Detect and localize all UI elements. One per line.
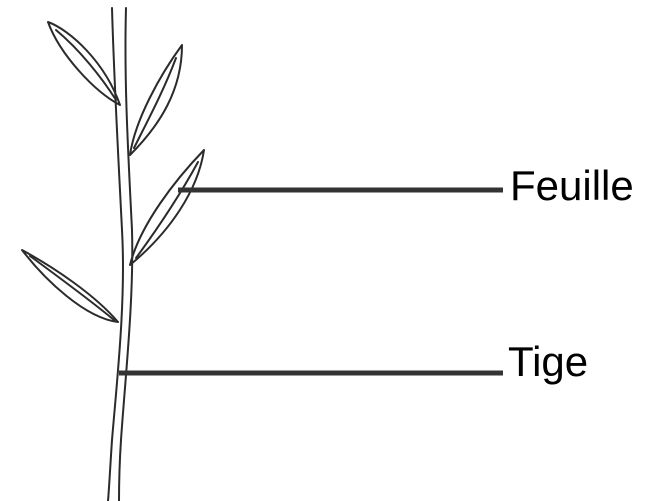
leaf-label: Feuille	[510, 165, 634, 207]
plant-drawing	[22, 8, 204, 501]
leaf-upper-left	[48, 22, 120, 105]
stem	[108, 8, 132, 501]
leaf-middle-right	[130, 150, 204, 265]
leaf-lower-left	[22, 250, 118, 322]
stem-label: Tige	[508, 341, 588, 383]
leaf-upper-right	[130, 45, 182, 155]
